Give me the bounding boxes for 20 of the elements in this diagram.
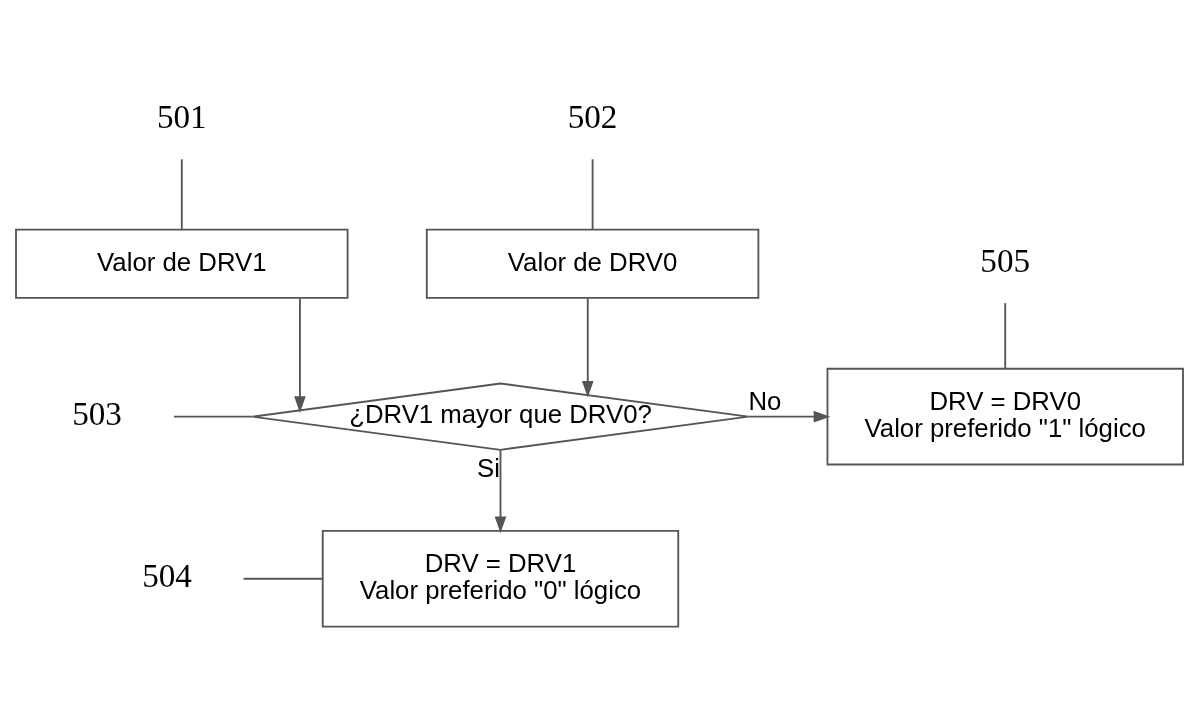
arrow xyxy=(747,410,831,422)
edge-label: Si xyxy=(477,453,500,482)
connector xyxy=(1004,301,1007,370)
node-box: Valor de DRV0 xyxy=(425,228,760,299)
edge-label: No xyxy=(748,386,782,415)
node-text: 501 xyxy=(156,97,207,135)
arrow xyxy=(494,448,507,533)
connector xyxy=(180,157,183,230)
node-box: DRV = DRV1 Valor preferido "0" lógico xyxy=(321,529,680,628)
connector xyxy=(173,415,254,418)
connector xyxy=(591,157,594,230)
arrow xyxy=(294,297,306,413)
node-box: DRV = DRV0 Valor preferido "1" lógico xyxy=(826,367,1184,465)
node-text: 504 xyxy=(142,556,192,594)
node-text: 503 xyxy=(72,394,122,432)
connector xyxy=(242,577,324,580)
node-text: 505 xyxy=(980,241,1031,279)
node-text: 502 xyxy=(567,97,618,135)
arrow xyxy=(581,297,594,398)
node-box: Valor de DRV1 xyxy=(15,228,349,299)
